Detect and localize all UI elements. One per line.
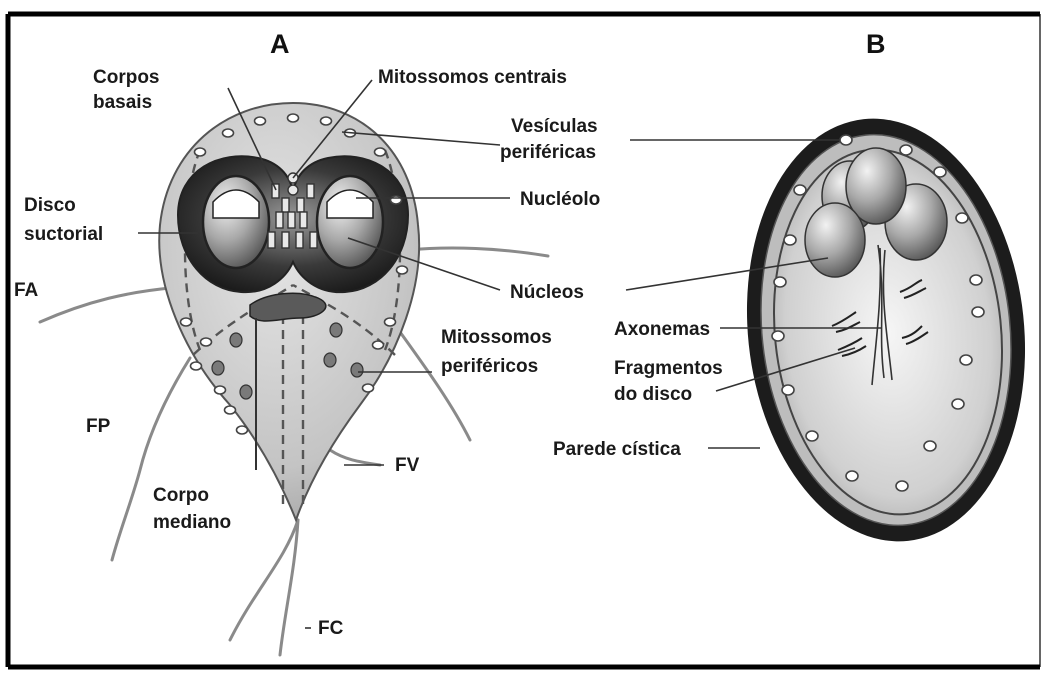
trophozoite xyxy=(40,103,548,655)
label-fragmentos-line2: do disco xyxy=(614,384,692,405)
anterior-flagellum-left xyxy=(40,288,170,322)
label-corpo-mediano-line1: Corpo xyxy=(153,485,209,506)
caudal-flagellum-1 xyxy=(230,520,298,640)
label-vesiculas-line1: Vesículas xyxy=(511,116,598,137)
label-fp: FP xyxy=(86,416,111,437)
label-mitossomos-perifericos-line1: Mitossomos xyxy=(441,327,552,348)
label-fc: FC xyxy=(318,618,344,639)
label-disco-line2: suctorial xyxy=(24,224,103,245)
cyst xyxy=(727,105,1046,556)
panel-label-a: A xyxy=(270,29,290,59)
label-nucleos: Núcleos xyxy=(510,282,584,303)
label-disco-line1: Disco xyxy=(24,195,76,216)
label-fa: FA xyxy=(14,280,39,301)
label-corpos-basais-line1: Corpos xyxy=(93,67,160,88)
label-axonemas: Axonemas xyxy=(614,319,710,340)
label-corpos-basais-line2: basais xyxy=(93,92,152,113)
label-fv: FV xyxy=(395,455,420,476)
label-fragmentos-line1: Fragmentos xyxy=(614,358,723,379)
label-nucleolo: Nucléolo xyxy=(520,189,600,210)
label-vesiculas-line2: periféricas xyxy=(500,142,596,163)
anterior-flagellum-right xyxy=(408,248,548,256)
label-mitossomos-centrais: Mitossomos centrais xyxy=(378,67,567,88)
label-parede-cistica: Parede cística xyxy=(553,439,681,460)
label-corpo-mediano-line2: mediano xyxy=(153,512,231,533)
label-mitossomos-perifericos-line2: periféricos xyxy=(441,356,538,377)
panel-label-b: B xyxy=(866,29,886,59)
